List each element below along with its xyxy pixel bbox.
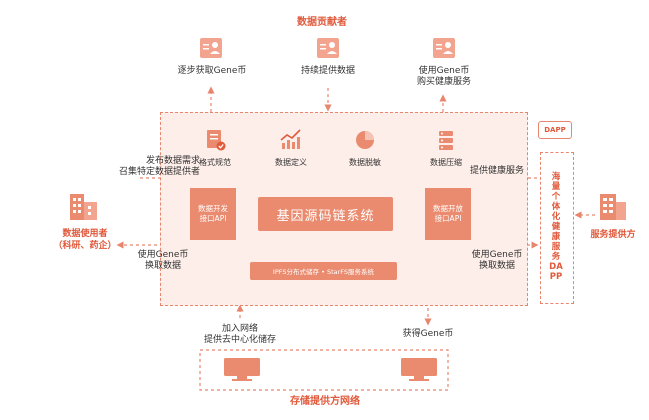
user-id-card-icon: [198, 35, 224, 61]
right-api-line2: 接口API: [434, 214, 462, 223]
ipfs-storage-bar: IPFS分布式储存 • StarFS服务系统: [250, 262, 397, 280]
monitor-icon: [399, 356, 439, 382]
left-api-box: 数据开发 接口API: [190, 188, 236, 240]
function-label-desensitize: 数据脱敏: [349, 158, 381, 167]
earn-gene-coin: 获得Gene币: [402, 329, 454, 339]
join-network-line2: 提供去中心化储存: [203, 335, 276, 345]
provide-health-service: 提供健康服务: [470, 166, 525, 176]
data-user-title-line1: 数据使用者: [62, 229, 108, 239]
right-api-line1: 数据开放: [433, 204, 463, 213]
pie-chart-icon: [352, 127, 378, 153]
contributors-title: 数据贡献者: [297, 17, 347, 28]
publish-demand-line2: 召集特定数据提供者: [118, 167, 200, 177]
top-label-provide-data: 持续提供数据: [300, 66, 355, 76]
right-exchange-line1: 使用Gene币: [471, 250, 523, 260]
right-api-box: 数据开放 接口API: [425, 188, 471, 240]
left-api-line2: 接口API: [199, 214, 227, 223]
join-network-line1: 加入网络: [221, 324, 258, 334]
dapp-badge: DAPP: [538, 121, 572, 139]
data-user-title-line2: （科研、药企）: [53, 241, 117, 251]
dapp-panel: [540, 152, 574, 304]
document-check-icon: [202, 127, 228, 153]
left-exchange-line1: 使用Gene币: [137, 250, 189, 260]
left-exchange-line2: 换取数据: [144, 261, 181, 271]
top-label-gradual-coins: 逐步获取Gene币: [177, 66, 247, 76]
user-id-card-icon: [315, 35, 341, 61]
trend-chart-icon: [278, 127, 304, 153]
left-api-line1: 数据开发: [198, 204, 228, 213]
dapp-vertical-text: 海量个体化健康服务DAPP: [549, 172, 563, 282]
office-building-icon: [597, 190, 629, 222]
publish-demand-line1: 发布数据需求: [145, 156, 200, 166]
top-label-buy-health-line2: 购买健康服务: [416, 77, 471, 87]
server-stack-icon: [433, 127, 459, 153]
function-label-definition: 数据定义: [275, 158, 307, 167]
monitor-icon: [222, 356, 262, 382]
function-label-compress: 数据压缩: [430, 158, 462, 167]
gene-chain-system-title: 基因源码链系统: [258, 197, 393, 231]
user-id-card-icon: [431, 35, 457, 61]
function-label-format: 格式规范: [199, 158, 231, 167]
top-label-buy-health-line1: 使用Gene币: [418, 66, 470, 76]
service-provider-title: 服务提供方: [590, 230, 636, 240]
building-icon: [67, 188, 101, 222]
right-exchange-line2: 换取数据: [478, 261, 515, 271]
storage-network-title: 存储提供方网络: [290, 396, 360, 407]
